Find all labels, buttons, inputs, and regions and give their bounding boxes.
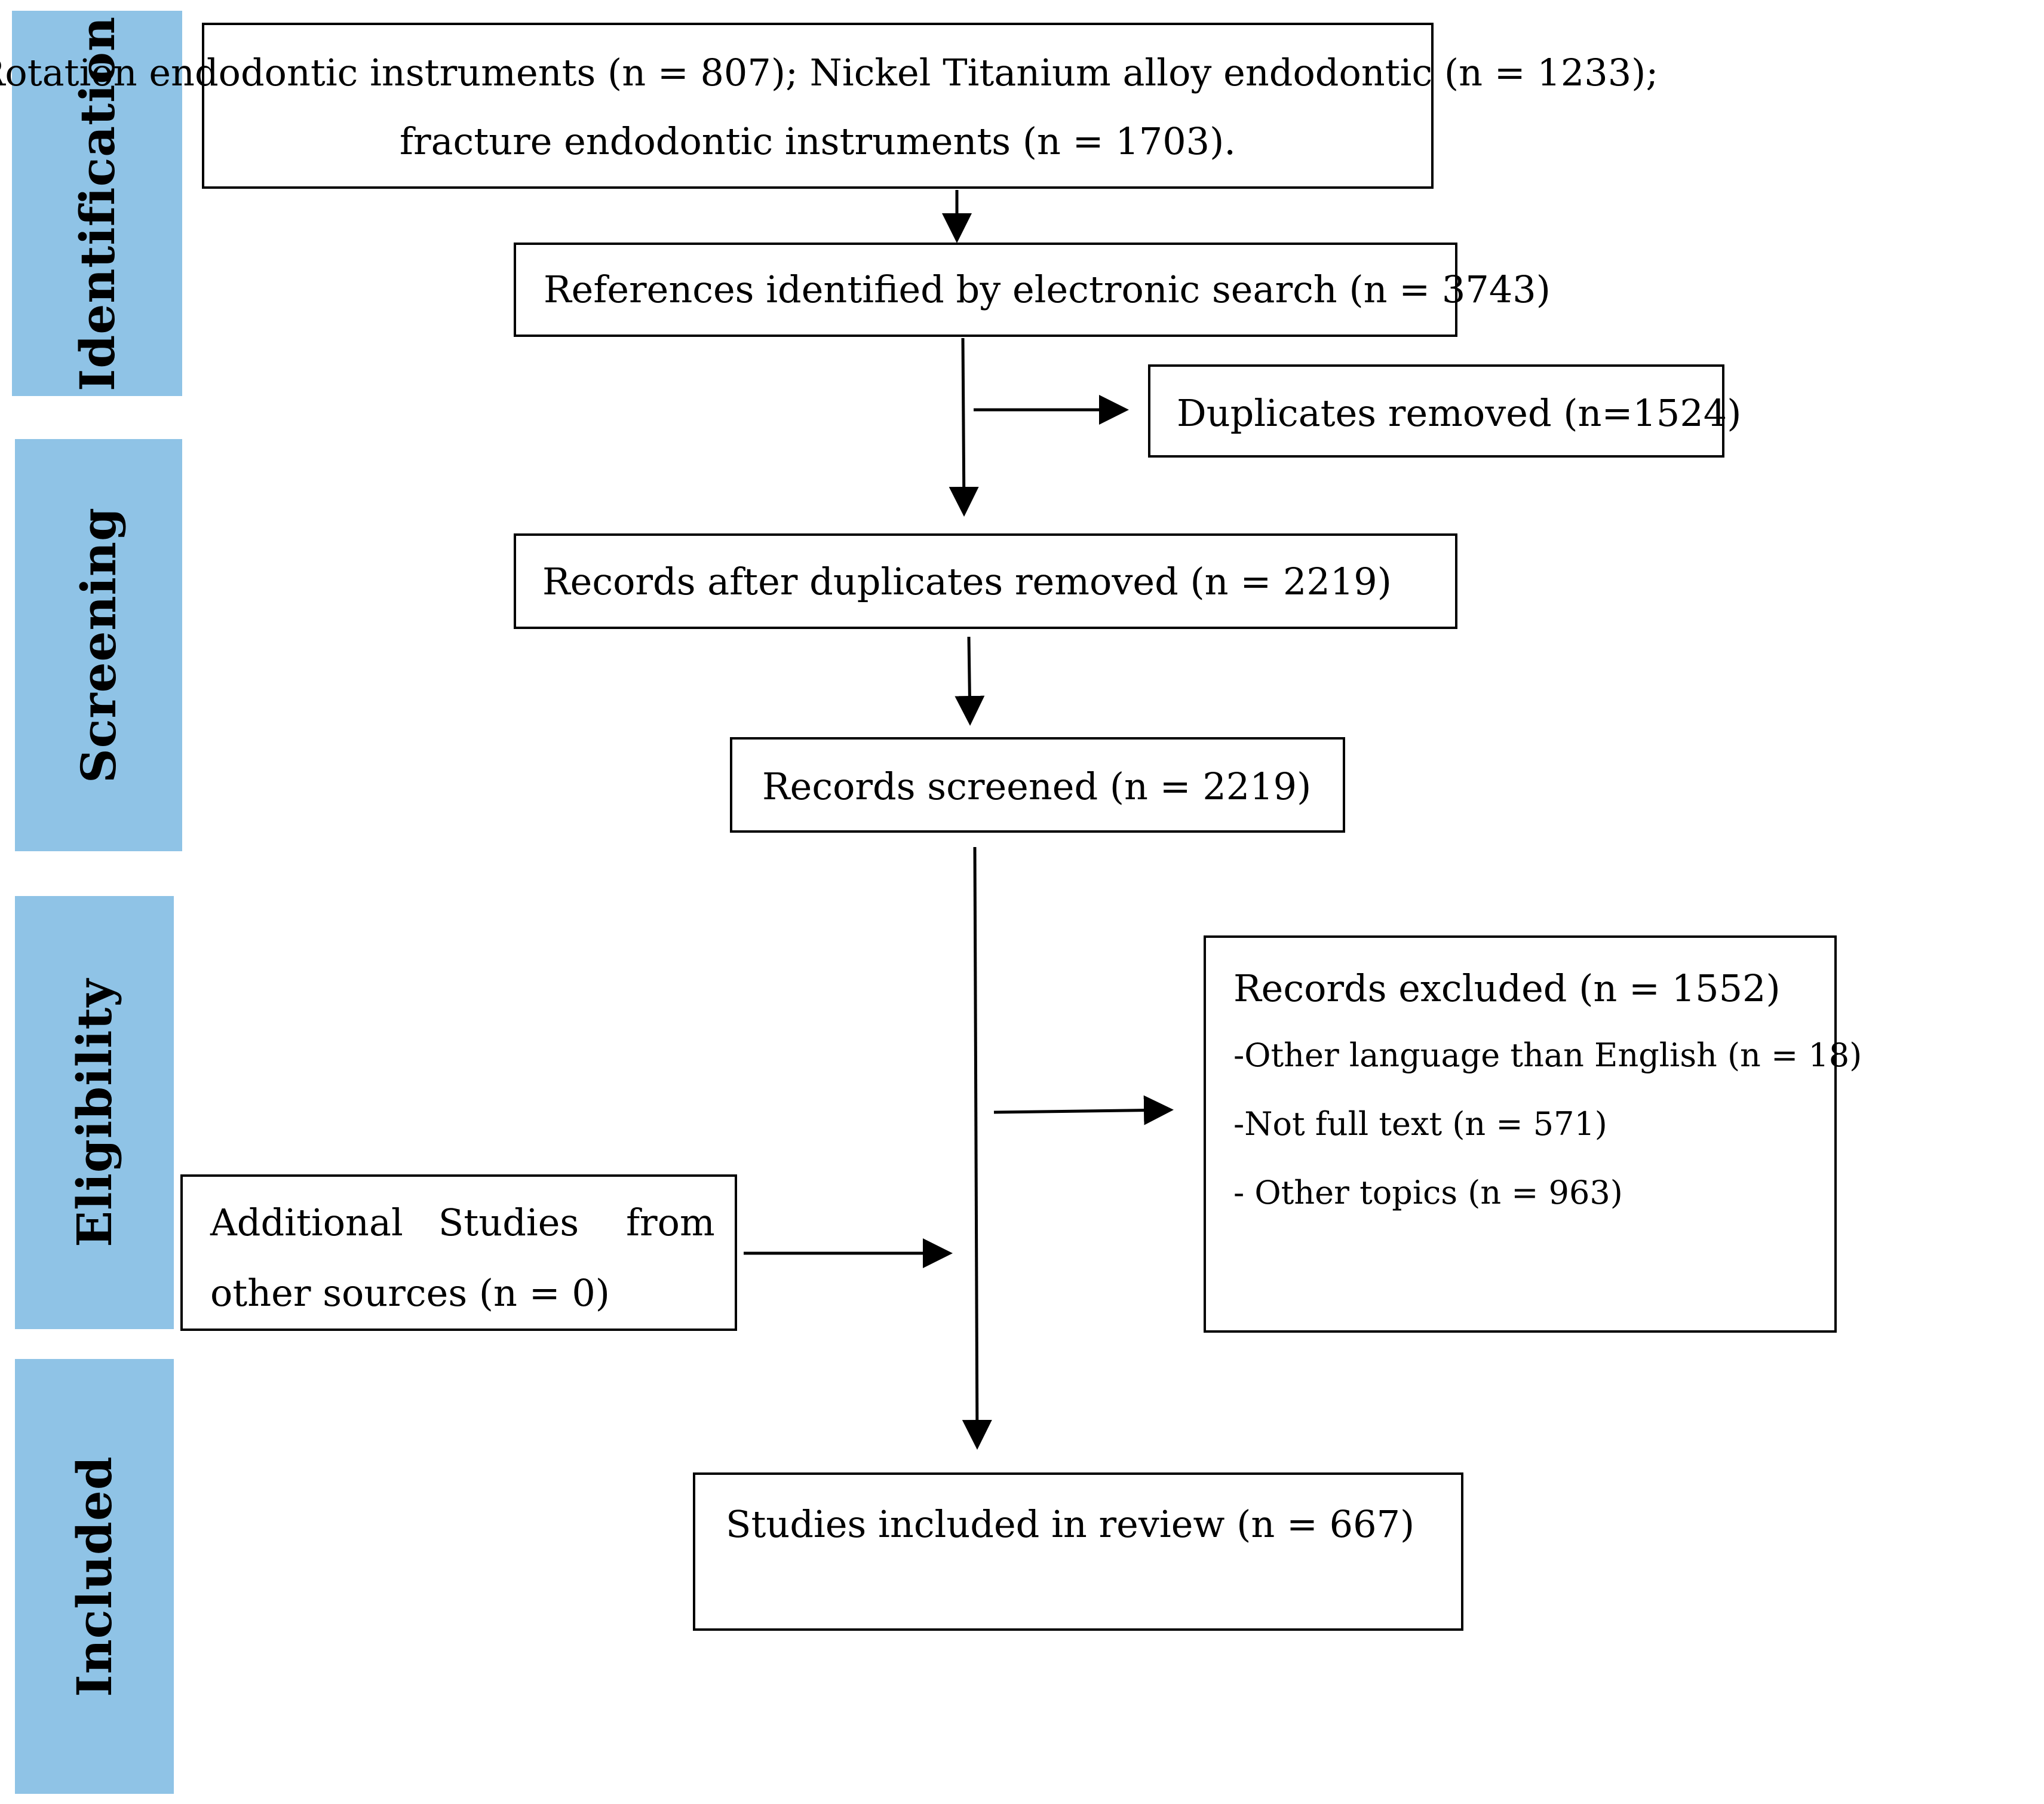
phase-bar-eligibility: Eligibility bbox=[15, 896, 174, 1329]
screened-text: Records screened (n = 2219) bbox=[762, 765, 1312, 808]
included-text: Studies included in review (n = 667) bbox=[726, 1502, 1415, 1546]
arrow-to-records-excluded bbox=[993, 1095, 1174, 1125]
identified-box bbox=[514, 243, 1457, 337]
duplicates-box bbox=[1148, 364, 1724, 458]
phase-bar-identification: Identification bbox=[12, 11, 182, 396]
excluded-item: -Not full text (n = 571) bbox=[1233, 1105, 1607, 1143]
screened-box bbox=[730, 737, 1345, 833]
additional-line-1: Additional Studies from bbox=[210, 1201, 715, 1244]
additional-line-2: other sources (n = 0) bbox=[210, 1271, 610, 1315]
identified-text: References identified by electronic sear… bbox=[544, 268, 1551, 311]
excluded-title: Records excluded (n = 1552) bbox=[1233, 967, 1781, 1010]
arrow-identified-to-after-duplicates bbox=[949, 338, 979, 517]
excluded-item: -Other language than English (n = 18) bbox=[1233, 1036, 1862, 1074]
phase-bar-included: Included bbox=[15, 1359, 174, 1794]
excluded-box bbox=[1204, 935, 1837, 1333]
included-box bbox=[693, 1472, 1463, 1631]
excluded-item: - Other topics (n = 963) bbox=[1233, 1174, 1623, 1211]
additional-box bbox=[180, 1174, 737, 1331]
arrow-screened-to-included bbox=[962, 846, 992, 1450]
sources-line-1: Rotation endodontic instruments (n = 807… bbox=[0, 51, 1659, 94]
after-duplicates-text: Records after duplicates removed (n = 22… bbox=[542, 560, 1392, 603]
arrow-after-duplicates-to-screened bbox=[955, 636, 985, 726]
sources-box bbox=[202, 23, 1434, 189]
duplicates-text: Duplicates removed (n=1524) bbox=[1177, 391, 1742, 435]
after-duplicates-box bbox=[514, 533, 1457, 629]
phase-bar-screening: Screening bbox=[15, 439, 182, 851]
sources-line-2: fracture endodontic instruments (n = 170… bbox=[400, 119, 1236, 163]
